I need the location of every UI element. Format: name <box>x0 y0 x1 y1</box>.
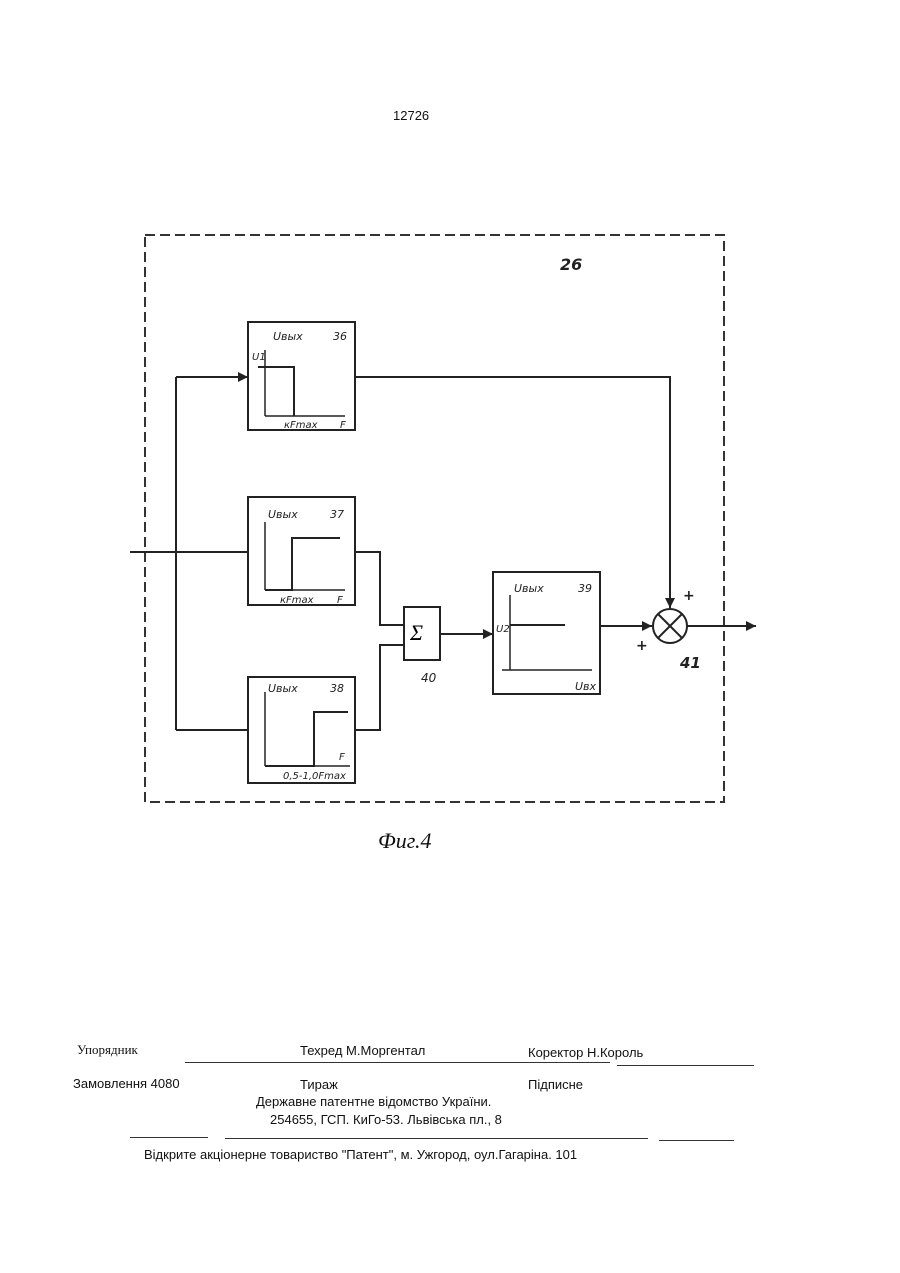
rule-techred <box>185 1062 610 1063</box>
subscription: Підписне <box>528 1077 583 1092</box>
rule-right <box>659 1140 734 1141</box>
corrector: Коректор Н.Король <box>528 1045 643 1060</box>
block-36: Uвых 36 U1 кFmax F <box>248 322 355 431</box>
techred: Техред М.Моргентал <box>300 1043 425 1058</box>
block-36-faxis: F <box>340 420 346 431</box>
line-38-to-sum <box>355 645 404 730</box>
order-number: Замовлення 4080 <box>73 1076 180 1091</box>
block-36-title: Uвых <box>273 330 303 343</box>
block-39-level: U2 <box>496 624 510 635</box>
outer-boundary <box>145 235 724 802</box>
block-38-number: 38 <box>330 682 344 695</box>
block-37-title: Uвых <box>268 508 298 521</box>
office-address: 254655, ГСП. КиГо-53. Львівська пл., 8 <box>270 1112 502 1127</box>
rule-middle <box>225 1138 648 1139</box>
patent-office: Державне патентне відомство України. <box>256 1094 491 1109</box>
circulation: Тираж <box>300 1077 338 1092</box>
line-37-to-sum <box>355 552 404 625</box>
block-37-number: 37 <box>330 508 344 521</box>
block-36-number: 36 <box>333 330 347 343</box>
block-39-xaxis: Uвх <box>575 680 597 693</box>
summer-plus-left: + <box>636 638 648 654</box>
summer-number: 41 <box>679 654 701 672</box>
sum-block-number: 40 <box>421 671 437 685</box>
block-38: Uвых 38 F 0,5-1,0Fmax <box>248 677 355 783</box>
rule-corrector <box>617 1065 754 1066</box>
block-diagram: 26 Uвых 36 U1 кFmax F Uвых 37 кFmax F Uв… <box>0 0 900 900</box>
figure-caption: Фиг.4 <box>378 828 432 854</box>
block-38-xlabel: 0,5-1,0Fmax <box>283 771 346 782</box>
block-37-faxis: F <box>337 595 343 606</box>
outer-label: 26 <box>560 255 582 274</box>
sum-symbol: Σ <box>409 620 423 645</box>
block-38-faxis: F <box>339 752 345 763</box>
block-39: Uвых 39 U2 Uвх <box>493 572 600 694</box>
summer-plus-top: + <box>683 588 695 604</box>
publisher: Відкрите акціонерне товариство "Патент",… <box>144 1147 577 1162</box>
block-37: Uвых 37 кFmax F <box>248 497 355 606</box>
block-36-level: U1 <box>252 352 266 363</box>
sum-block-40: Σ 40 <box>404 607 440 685</box>
block-36-xlabel: кFmax <box>284 420 318 431</box>
rule-left <box>130 1137 208 1138</box>
block-37-xlabel: кFmax <box>280 595 314 606</box>
compiler-label: Упорядник <box>77 1042 138 1058</box>
block-39-title: Uвых <box>514 582 544 595</box>
block-38-title: Uвых <box>268 682 298 695</box>
block-39-number: 39 <box>578 582 592 595</box>
